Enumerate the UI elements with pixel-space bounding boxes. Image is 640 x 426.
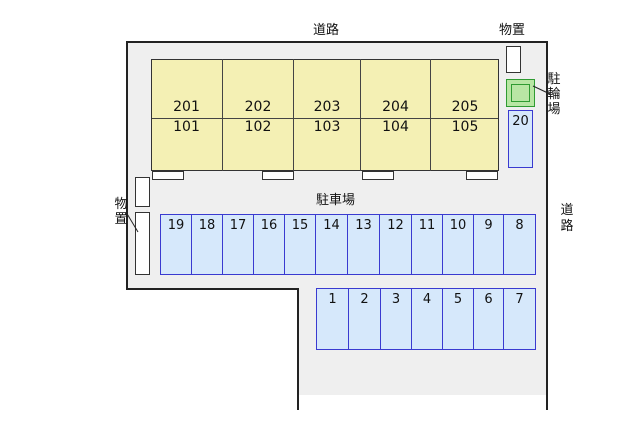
parking-space: 6 <box>473 288 504 350</box>
parking-space: 1 <box>316 288 349 350</box>
road-label-right-char: 路 <box>560 219 574 234</box>
bike-parking-label-char: 場 <box>547 102 561 117</box>
parking-space: 9 <box>473 214 504 275</box>
parking-lot-label: 駐車場 <box>316 193 356 208</box>
bike-parking-label-char: 輪 <box>547 87 561 102</box>
parking-space: 18 <box>191 214 223 275</box>
entrance-step <box>362 171 394 180</box>
storage-shed-left-leader-line <box>125 211 139 233</box>
storage-shed-left-label-char: 物 <box>114 197 128 212</box>
entrance-step <box>466 171 498 180</box>
parking-space: 14 <box>315 214 348 275</box>
bike-parking-inner <box>511 84 530 102</box>
parking-space: 7 <box>503 288 536 350</box>
storage-shed-top <box>506 46 521 73</box>
entrance-step <box>152 171 184 180</box>
unit-label-upper: 205 <box>451 99 479 115</box>
unit-label-upper: 203 <box>313 99 341 115</box>
bike-parking-label-char: 駐 <box>547 72 561 87</box>
bike-parking-leader-line <box>532 85 551 95</box>
storage-shed-left-small <box>135 177 150 207</box>
unit-column: 204 104 <box>361 59 431 171</box>
parking-space: 15 <box>284 214 316 275</box>
boundary-step-vertical <box>297 288 299 410</box>
unit-column: 202 102 <box>223 59 294 171</box>
storage-shed-left-label-char: 置 <box>114 212 128 227</box>
unit-column: 201 101 <box>151 59 223 171</box>
bike-parking <box>506 79 535 107</box>
parking-space: 8 <box>503 214 536 275</box>
unit-column: 203 103 <box>294 59 361 171</box>
entrance-step <box>262 171 294 180</box>
parking-space: 2 <box>348 288 381 350</box>
unit-label-upper: 201 <box>173 99 200 115</box>
parking-space: 5 <box>442 288 474 350</box>
boundary-left <box>126 41 128 289</box>
storage-shed-left-large <box>135 212 150 275</box>
parking-space: 16 <box>253 214 285 275</box>
parking-space-20: 20 <box>508 110 533 168</box>
unit-column: 205 105 <box>431 59 499 171</box>
parking-space: 12 <box>379 214 412 275</box>
unit-label-lower: 102 <box>244 119 272 135</box>
parking-space: 17 <box>222 214 254 275</box>
parking-space: 4 <box>411 288 443 350</box>
road-label-top: 道路 <box>313 23 340 38</box>
boundary-top <box>127 41 547 43</box>
road-label-right-char: 道 <box>560 203 574 218</box>
unit-label-upper: 204 <box>382 99 409 115</box>
floor-divider <box>152 118 498 119</box>
unit-label-lower: 103 <box>313 119 341 135</box>
apartment-building <box>151 59 499 171</box>
parking-space: 19 <box>160 214 192 275</box>
parking-space: 11 <box>411 214 443 275</box>
unit-label-upper: 202 <box>244 99 272 115</box>
unit-label-lower: 105 <box>451 119 479 135</box>
unit-label-lower: 101 <box>173 119 200 135</box>
parking-space: 13 <box>347 214 380 275</box>
boundary-step-horizontal <box>126 288 299 290</box>
parking-space: 10 <box>442 214 474 275</box>
parking-space: 3 <box>380 288 412 350</box>
unit-label-lower: 104 <box>382 119 409 135</box>
storage-shed-top-label: 物置 <box>499 23 526 38</box>
boundary-right <box>546 41 548 410</box>
